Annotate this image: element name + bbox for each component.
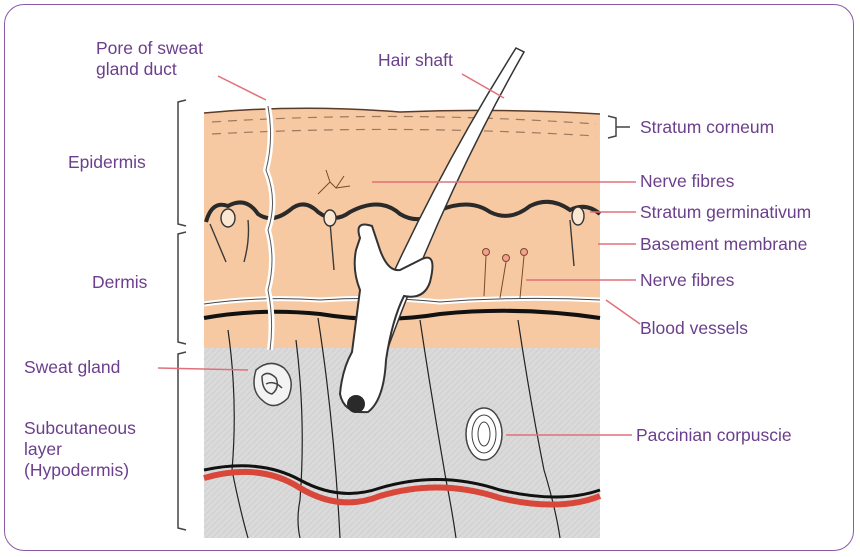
stratum-corneum-label: Stratum corneum [640, 117, 774, 138]
nerve-fibres-bottom-label: Nerve fibres [640, 270, 734, 291]
basement-membrane-label: Basement membrane [640, 234, 807, 255]
hair-shaft-label: Hair shaft [378, 50, 453, 71]
epidermis-bracket [178, 100, 186, 226]
subcutaneous-line1: Subcutaneous [24, 418, 136, 439]
nerve-fibres-top-label: Nerve fibres [640, 171, 734, 192]
pore-label-line1: Pore of sweat [96, 38, 203, 59]
subcutaneous-line2: layer [24, 439, 136, 460]
blood-vessels-label: Blood vessels [640, 318, 748, 339]
pore-label-line2: gland duct [96, 59, 203, 80]
stratum-corneum-bracket [608, 116, 630, 138]
epidermis-label: Epidermis [68, 152, 146, 173]
paccinian-corpuscle [466, 408, 502, 460]
sweat-gland-label: Sweat gland [24, 357, 120, 378]
hypodermis-bracket [178, 352, 186, 530]
dermis-bracket [178, 232, 186, 344]
paccinian-label: Paccinian corpuscie [636, 425, 792, 446]
dermis-label: Dermis [92, 272, 147, 293]
subcutaneous-label: Subcutaneous layer (Hypodermis) [24, 418, 136, 481]
pore-label: Pore of sweat gland duct [96, 38, 203, 80]
stratum-germinativum-label: Stratum germinativum [640, 202, 811, 223]
subcutaneous-line3: (Hypodermis) [24, 460, 136, 481]
